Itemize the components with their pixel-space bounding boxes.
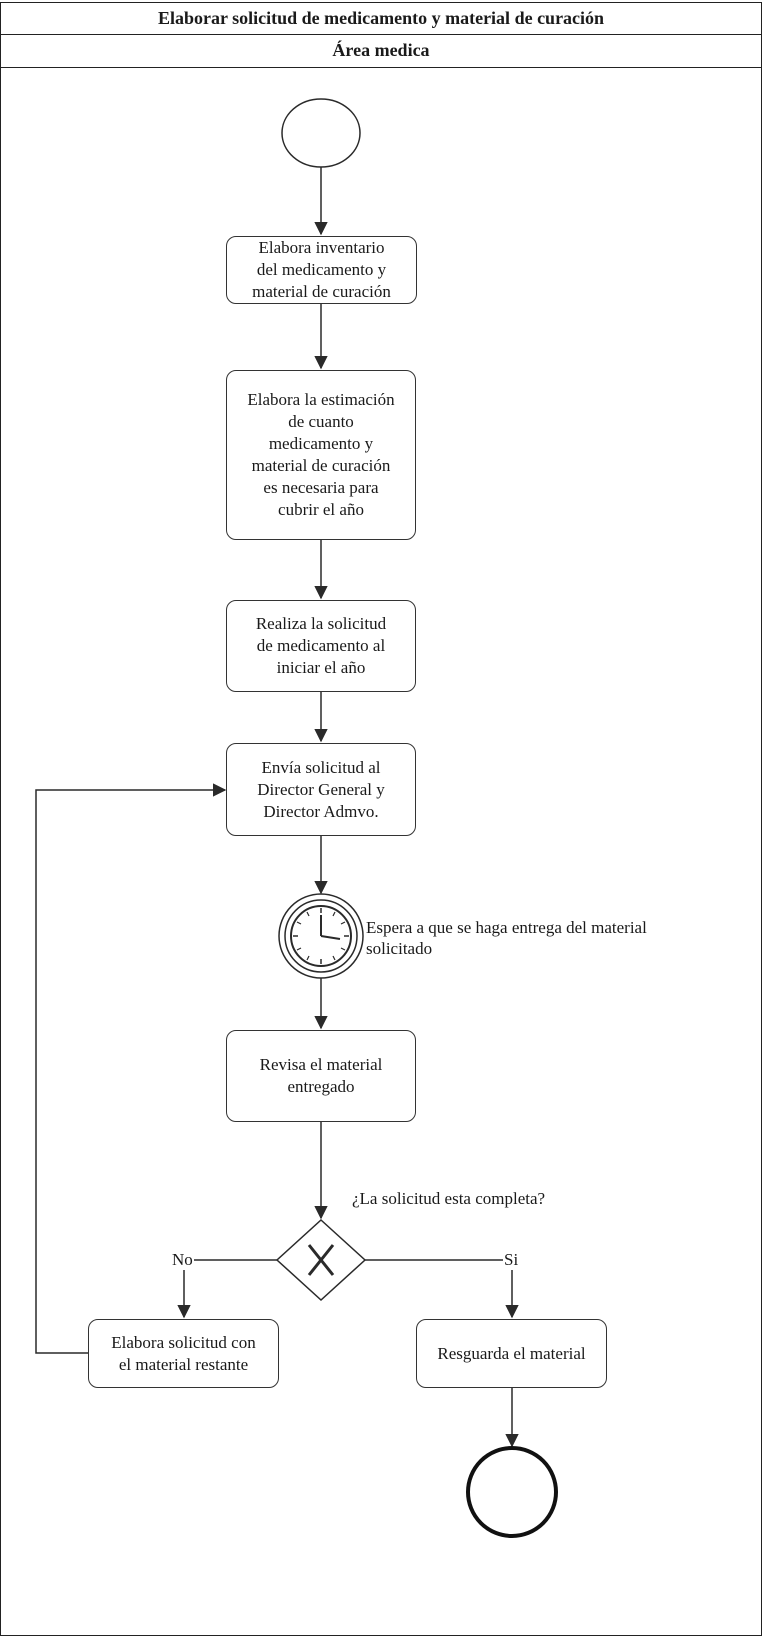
- x-icon: [307, 1244, 335, 1276]
- flow-loop-back: [35, 783, 227, 1354]
- exclusive-gateway: [275, 1218, 367, 1302]
- task-request: Realiza la solicitud de medicamento al i…: [226, 600, 416, 692]
- task-remaining-request: Elabora solicitud con el material restan…: [88, 1319, 279, 1388]
- clock-icon: [290, 905, 352, 967]
- gateway-yes-label: Si: [503, 1249, 520, 1270]
- timer-event: [278, 893, 364, 979]
- flow-gateway-no: [177, 1259, 277, 1319]
- task-store-material: Resguarda el material: [416, 1319, 607, 1388]
- swimlane-title: Área medica: [0, 34, 762, 68]
- flow-gateway-yes: [365, 1259, 519, 1319]
- end-event: [466, 1446, 558, 1538]
- timer-event-label: Espera a que se haga entrega del materia…: [366, 918, 647, 958]
- start-event: [281, 98, 361, 168]
- gateway-no-label: No: [171, 1249, 194, 1270]
- task-send-request: Envía solicitud al Director General y Di…: [226, 743, 416, 836]
- task-inventory: Elabora inventario del medicamento y mat…: [226, 236, 417, 304]
- gateway-question: ¿La solicitud esta completa?: [352, 1189, 546, 1208]
- task-review: Revisa el material entregado: [226, 1030, 416, 1122]
- task-estimate: Elabora la estimación de cuanto medicame…: [226, 370, 416, 540]
- swimlane-body: [0, 67, 762, 1636]
